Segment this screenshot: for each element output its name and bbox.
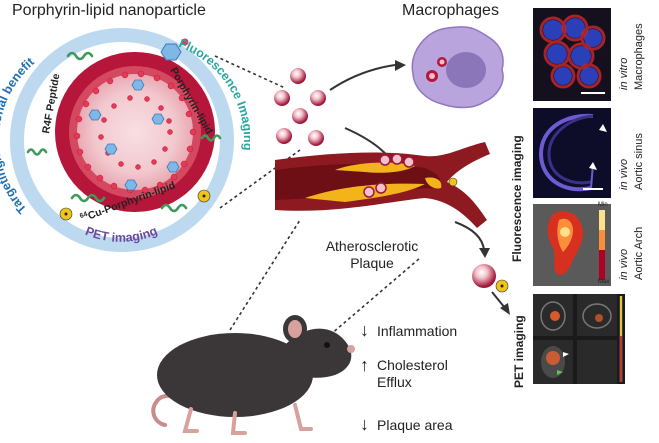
panel-3-context: in vivo — [618, 248, 630, 280]
nanoparticle-title: Porphyrin-lipid nanoparticle — [12, 2, 206, 19]
lipid-bilayer — [73, 70, 197, 194]
aortic-sinus-micrograph — [538, 113, 607, 192]
panel-2-site: Aortic sinus — [633, 133, 645, 190]
fluorescence-imaging-side-label: Fluorescence imaging — [510, 135, 524, 262]
r4f-peptide — [26, 51, 222, 213]
colorbar-min-label: Min — [598, 202, 608, 208]
colorbar-max-label: Max — [598, 279, 610, 285]
macrophage-micrograph — [539, 14, 606, 94]
cholesterol-label: Cholesterol — [377, 357, 448, 373]
aortic-arch-heatmap — [547, 210, 605, 280]
panel-1-site: Macrophages — [633, 23, 645, 90]
up-arrow-icon: ↑ — [360, 355, 369, 375]
outcome-inflammation: ↓ Inflammation — [360, 320, 457, 341]
nanoparticle-diagram: Targeting/functional benefit Fluorescenc… — [0, 28, 250, 252]
outcome-plaque-area: ↓ Plaque area — [360, 414, 453, 435]
artery-illustration — [275, 142, 490, 228]
down-arrow-icon: ↓ — [360, 414, 369, 434]
plaque-label-line1: Atherosclerotic — [325, 238, 419, 254]
mouse-illustration — [151, 315, 355, 435]
pet-imaging-side-label: PET imaging — [512, 315, 526, 388]
radiation-icon — [59, 189, 211, 221]
efflux-label: Efflux — [377, 374, 412, 390]
pet-ct-images — [533, 294, 623, 384]
macrophage-cell — [411, 26, 504, 109]
panel-2-label: in vivo Aortic sinus — [617, 133, 647, 190]
panel-3-site: Aortic Arch — [633, 226, 645, 280]
panel-1-label: in vitro Macrophages — [617, 23, 647, 90]
plaque-label-line2: Plaque — [350, 255, 394, 271]
down-arrow-icon: ↓ — [360, 320, 369, 340]
inflammation-label: Inflammation — [377, 323, 458, 339]
panel-in-vivo-aortic-arch — [533, 204, 611, 286]
free-nanoparticles — [274, 68, 326, 146]
panel-1-context: in vitro — [618, 57, 630, 90]
macrophages-label: Macrophages — [402, 2, 499, 19]
ring-label-pet: PET imaging — [83, 224, 159, 245]
panel-in-vitro-macrophages — [533, 8, 611, 101]
fluorescence-icon — [160, 38, 189, 61]
panel-in-vivo-aortic-sinus — [533, 108, 611, 198]
plaque-area-label: Plaque area — [377, 417, 453, 433]
pet-nanoparticle — [472, 264, 509, 293]
plaque-label: Atherosclerotic Plaque — [312, 238, 432, 272]
panel-2-context: in vivo — [618, 158, 630, 190]
panel-3-label: in vivo Aortic Arch — [617, 227, 647, 280]
panel-pet-scans — [533, 294, 625, 384]
porphyrin-hexagons — [88, 79, 180, 191]
